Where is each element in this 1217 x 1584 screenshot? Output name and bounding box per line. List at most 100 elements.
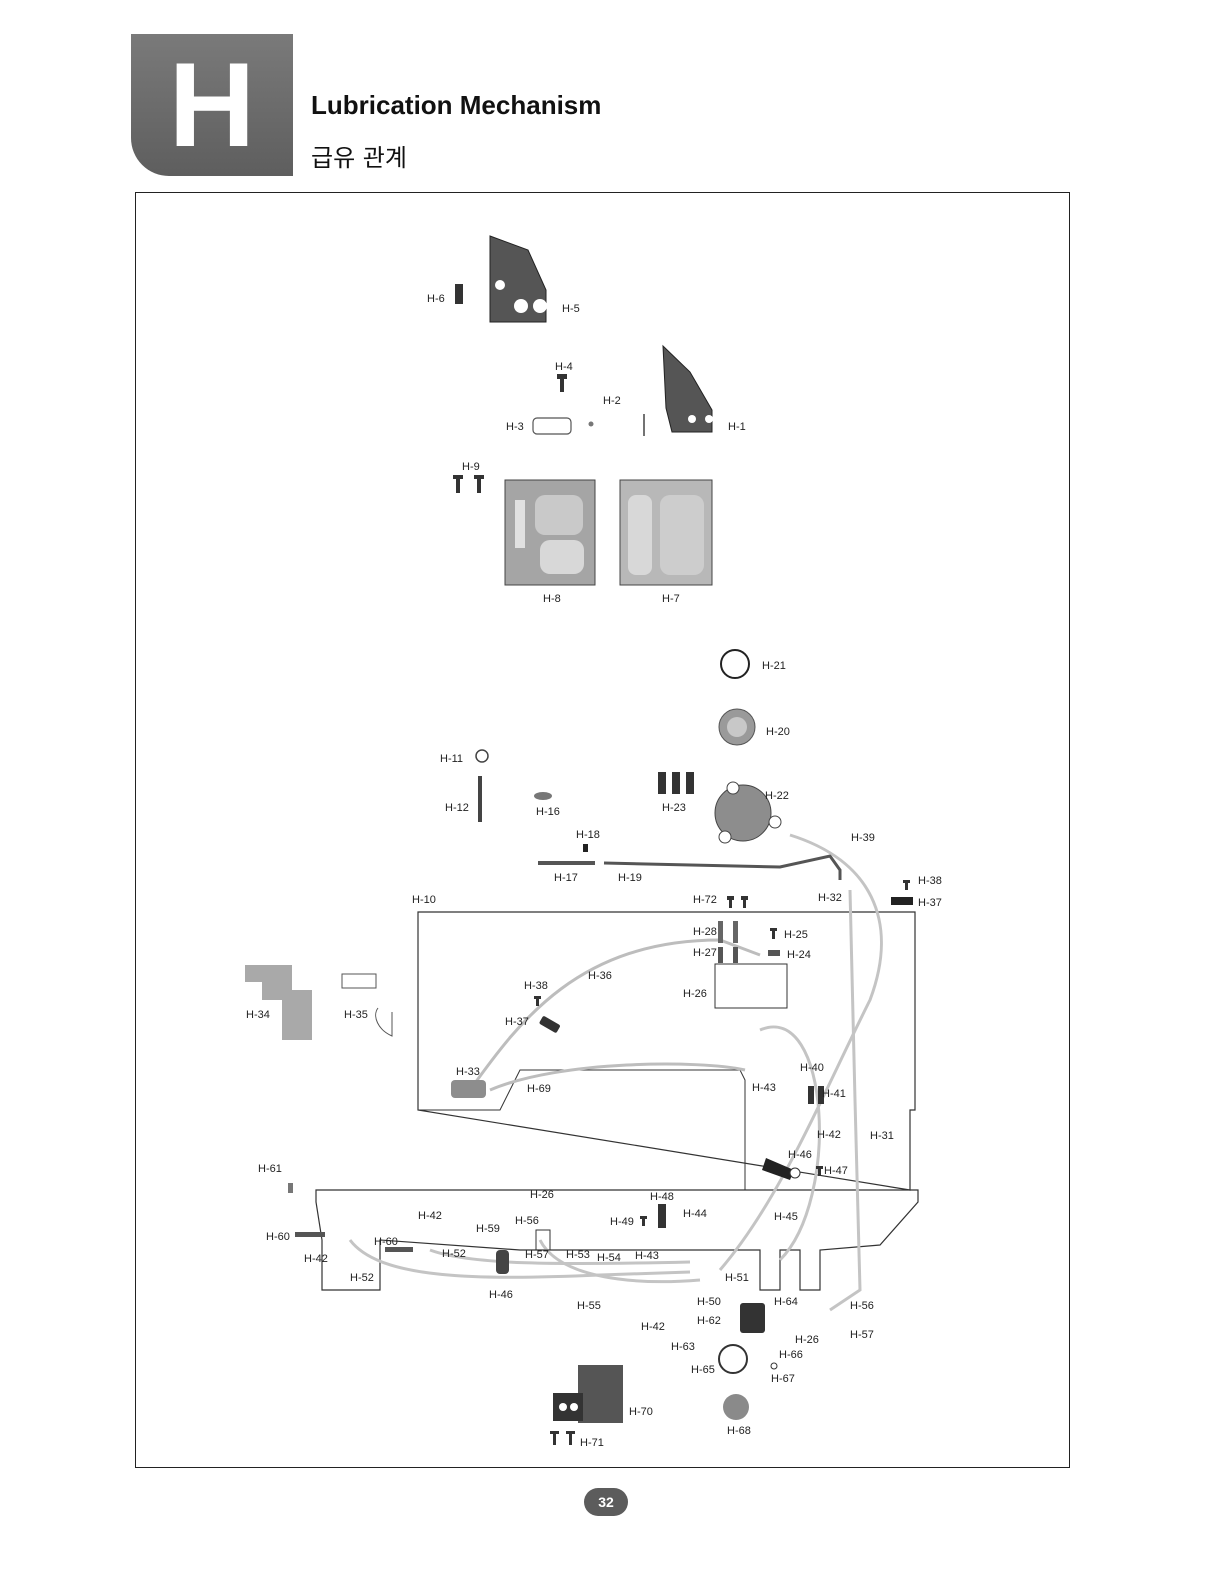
label-h19: H-19 [618,872,642,884]
label-h1: H-1 [728,421,746,433]
label-h24: H-24 [787,949,811,961]
label-h17: H-17 [554,872,578,884]
part-h7-cutout [660,495,704,575]
part-h1-hole [688,415,696,423]
label-h28: H-28 [693,926,717,938]
part-h38-screw [903,880,910,890]
part-h70-plate [578,1365,623,1423]
label-h55: H-55 [577,1300,601,1312]
label-h60-inner: H-60 [374,1236,398,1248]
label-h39: H-39 [851,832,875,844]
part-h71-screw [550,1431,559,1445]
part-h46-cylinder [496,1250,509,1274]
label-h65: H-65 [691,1364,715,1376]
oil-tube [468,938,761,1091]
part-h22-cover [714,784,772,842]
label-h53: H-53 [566,1249,590,1261]
part-h25-screw [770,928,777,939]
part-h61 [288,1183,293,1193]
label-h37-right: H-37 [918,897,942,909]
part-h26-pump [714,963,788,1009]
label-h72: H-72 [693,894,717,906]
part-h19-pipe [603,854,842,880]
part-h68-cap [723,1394,749,1420]
section-letter: H [168,38,256,172]
oil-tube [538,1239,701,1284]
label-h54: H-54 [597,1252,621,1264]
oil-tube [489,1062,746,1092]
label-h67: H-67 [771,1373,795,1385]
label-h34: H-34 [246,1009,270,1021]
label-h10: H-10 [412,894,436,906]
label-h66: H-66 [779,1349,803,1361]
part-h65-clamp [718,1344,748,1374]
part-h8-cutout [535,495,583,535]
part-h9-screw [453,475,463,493]
label-h61: H-61 [258,1163,282,1175]
oil-tube [759,1025,821,1262]
label-h51: H-51 [725,1272,749,1284]
part-h5-hole [495,280,505,290]
label-h42-far-left: H-42 [304,1253,328,1265]
label-h42-lower: H-42 [641,1321,665,1333]
part-h72-screw [741,896,748,908]
label-h59: H-59 [476,1223,500,1235]
part-h37-clamp [891,897,913,905]
label-h20: H-20 [766,726,790,738]
label-h26-base: H-26 [530,1189,554,1201]
part-h34-bracket [245,965,312,1040]
label-h37-inner: H-37 [505,1016,529,1028]
label-h33: H-33 [456,1066,480,1078]
part-h3-plate [532,417,572,435]
part-h4-screw-body [560,378,564,392]
label-h48: H-48 [650,1191,674,1203]
label-h60-left: H-60 [266,1231,290,1243]
part-h41-screw [808,1086,814,1104]
label-h70: H-70 [629,1406,653,1418]
label-h42-upper: H-42 [817,1129,841,1141]
part-h9-screw [474,475,484,493]
label-h23: H-23 [662,802,686,814]
label-h68: H-68 [727,1425,751,1437]
label-h62: H-62 [697,1315,721,1327]
part-h16 [534,792,552,800]
part-h46-clamp [762,1158,794,1180]
machine-bed-outline [417,911,916,1191]
part-h27-rod [733,947,738,963]
oil-tube [829,889,862,1312]
label-h35: H-35 [344,1009,368,1021]
part-h56 [535,1229,551,1251]
part-h20-window-inner [727,717,747,737]
label-h56-base: H-56 [515,1215,539,1227]
part-h37-clamp-inner [539,1016,560,1033]
oil-tube [718,833,883,1271]
part-h46-ring [789,1167,801,1179]
oil-tube [429,1248,691,1266]
part-h71-screw [566,1431,575,1445]
section-tab [131,34,293,176]
label-h41: H-41 [822,1088,846,1100]
label-h69: H-69 [527,1083,551,1095]
part-h60-rod [295,1232,325,1237]
part-h60-rod [385,1247,413,1252]
part-h35-clip [375,1007,393,1037]
label-h64: H-64 [774,1296,798,1308]
part-h35-bracket [341,973,377,989]
label-h71: H-71 [580,1437,604,1449]
label-h31: H-31 [870,1130,894,1142]
part-h5-hole [514,299,528,313]
part-h8-cutout [540,540,584,574]
part-h72-screw [727,896,734,908]
part-h8-cutout [515,500,525,548]
part-h21-oring [720,649,750,679]
label-h7: H-7 [662,593,680,605]
label-h3: H-3 [506,421,524,433]
part-h5-hole [533,299,547,313]
label-h26-right: H-26 [795,1334,819,1346]
label-h46-upper: H-46 [788,1149,812,1161]
part-h23-screw [672,772,680,794]
part-h4-screw [557,374,567,379]
label-h38-right: H-38 [918,875,942,887]
label-h6: H-6 [427,293,445,305]
